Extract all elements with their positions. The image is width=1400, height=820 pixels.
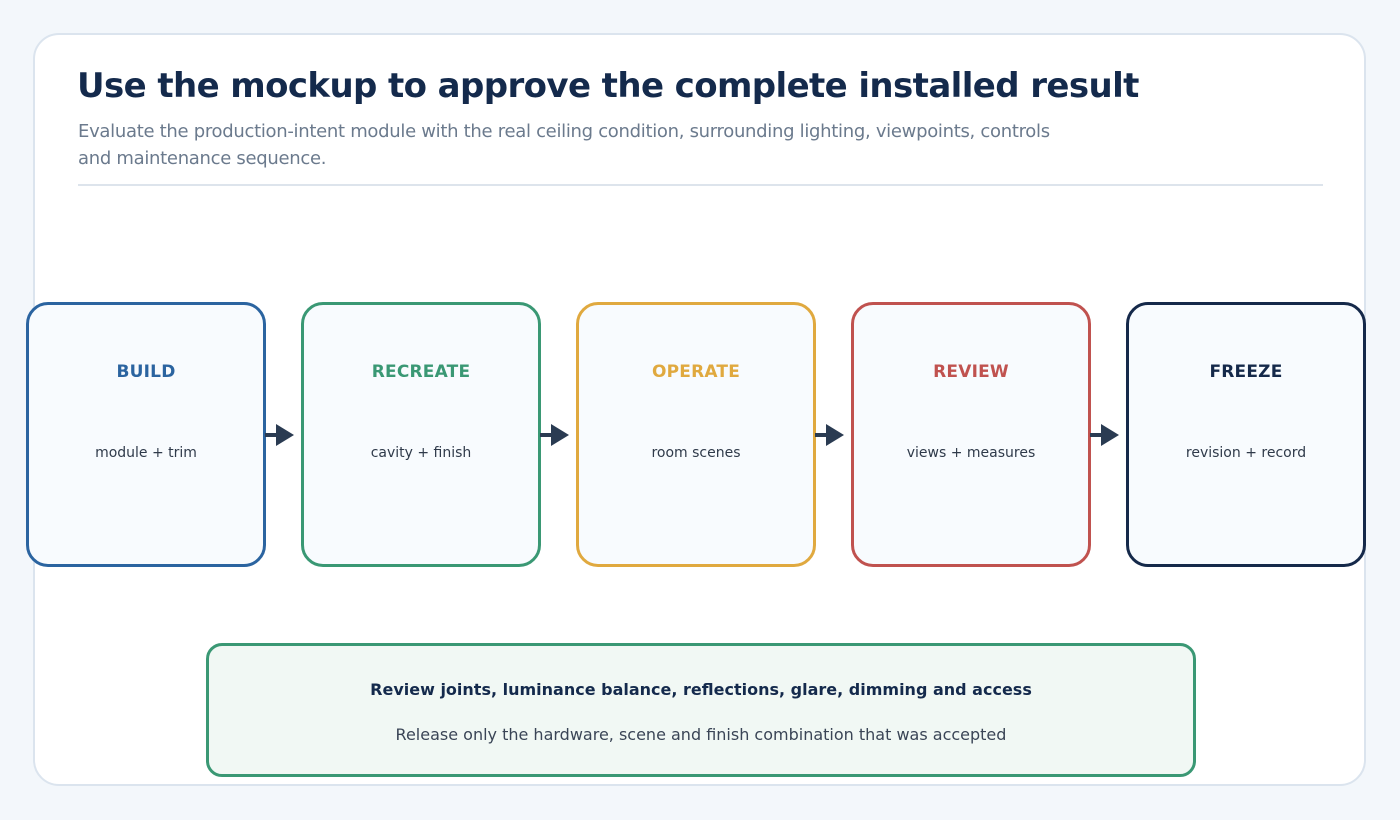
header-divider	[78, 184, 1323, 186]
step-freeze: FREEZE revision + record	[1126, 302, 1366, 567]
page-title: Use the mockup to approve the complete i…	[77, 66, 1139, 106]
note-sub-text: Release only the hardware, scene and fin…	[395, 725, 1007, 744]
step-operate-title: OPERATE	[651, 362, 741, 382]
step-review: REVIEW views + measures	[851, 302, 1091, 567]
arrow-right-icon	[540, 424, 569, 446]
arrow-right-icon	[265, 424, 294, 446]
arrow-right-icon	[1090, 424, 1119, 446]
step-recreate-title: RECREATE	[371, 362, 471, 382]
step-review-title: REVIEW	[933, 362, 1009, 382]
arrow-right-icon	[815, 424, 844, 446]
step-recreate-desc: cavity + finish	[370, 445, 472, 461]
step-operate: OPERATE room scenes	[576, 302, 816, 567]
review-note-box: Review joints, luminance balance, reflec…	[206, 643, 1196, 777]
step-build-title: BUILD	[116, 362, 176, 382]
note-main-text: Review joints, luminance balance, reflec…	[370, 680, 1032, 699]
step-build-desc: module + trim	[95, 445, 197, 461]
step-review-desc: views + measures	[906, 445, 1036, 461]
step-freeze-title: FREEZE	[1209, 362, 1283, 382]
step-freeze-desc: revision + record	[1185, 445, 1307, 461]
step-operate-desc: room scenes	[651, 445, 741, 461]
step-build: BUILD module + trim	[26, 302, 266, 567]
step-recreate: RECREATE cavity + finish	[301, 302, 541, 567]
page-subtitle: Evaluate the production-intent module wi…	[78, 121, 1050, 169]
